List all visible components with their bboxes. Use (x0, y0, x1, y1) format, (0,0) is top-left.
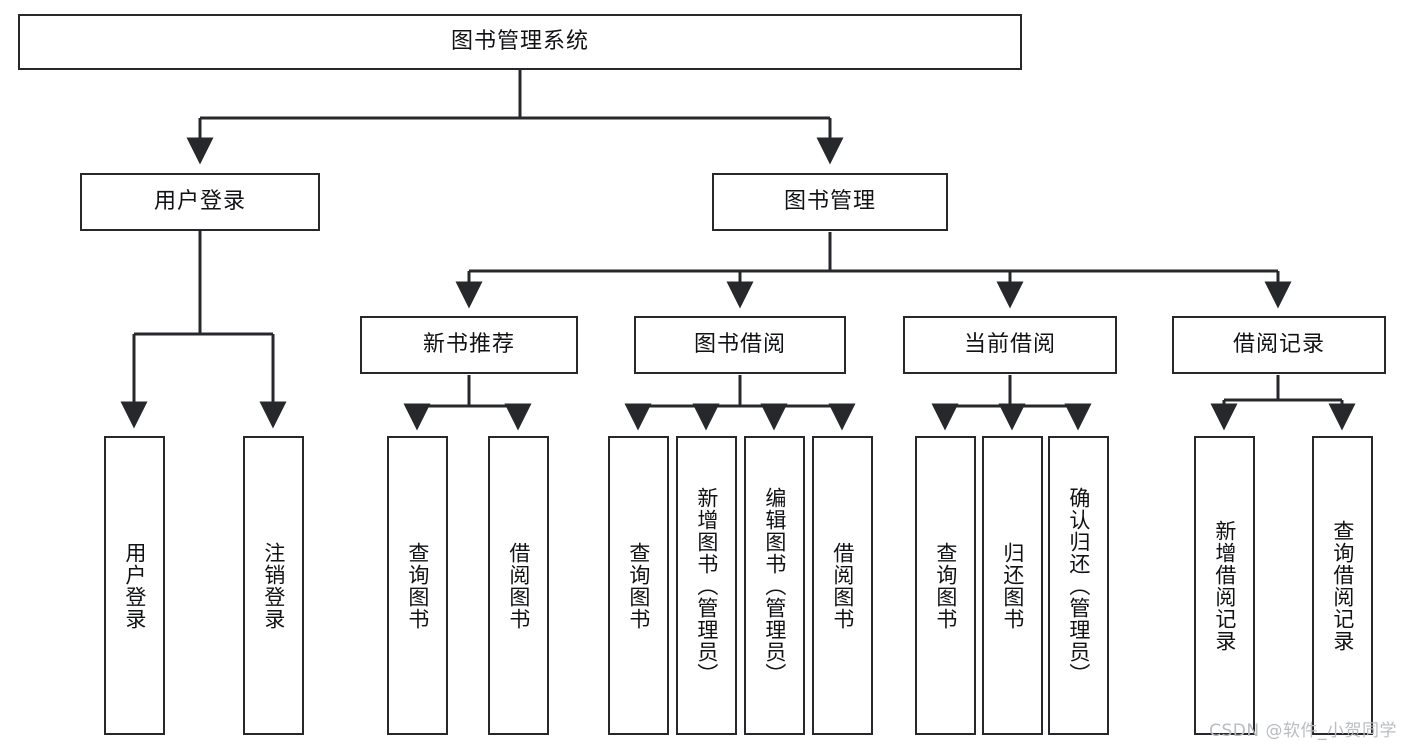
node-borrow-record-label: 借阅记录 (1232, 331, 1325, 357)
node-leaf-confirm-return-label: 确认归还（管理员） (1066, 486, 1091, 685)
node-root-label: 图书管理系统 (450, 28, 589, 54)
node-leaf-return-book[interactable]: 归还图书 (982, 436, 1043, 735)
node-leaf-add-book-label: 新增图书（管理员） (694, 486, 719, 685)
node-leaf-return-book-label: 归还图书 (1000, 541, 1025, 630)
node-new-book-recommend[interactable]: 新书推荐 (360, 316, 578, 374)
node-leaf-logout-login[interactable]: 注销登录 (243, 436, 304, 735)
node-current-borrow-label: 当前借阅 (963, 331, 1056, 357)
node-book-borrow[interactable]: 图书借阅 (634, 316, 846, 374)
node-leaf-query-book-3[interactable]: 查询图书 (915, 436, 976, 735)
node-leaf-query-book-3-label: 查询图书 (933, 541, 958, 630)
node-leaf-borrow-book-1-label: 借阅图书 (506, 541, 531, 630)
node-leaf-user-login-label: 用户登录 (122, 541, 147, 630)
node-root[interactable]: 图书管理系统 (18, 14, 1022, 70)
node-leaf-add-record-label: 新增借阅记录 (1212, 519, 1237, 652)
node-leaf-query-book-2-label: 查询图书 (626, 541, 651, 630)
node-new-book-recommend-label: 新书推荐 (422, 331, 515, 357)
node-borrow-record[interactable]: 借阅记录 (1172, 316, 1386, 374)
node-current-borrow[interactable]: 当前借阅 (903, 316, 1117, 374)
node-leaf-borrow-book-2-label: 借阅图书 (830, 541, 855, 630)
node-leaf-confirm-return[interactable]: 确认归还（管理员） (1048, 436, 1109, 735)
node-user-login[interactable]: 用户登录 (80, 173, 320, 231)
node-leaf-query-book-1[interactable]: 查询图书 (387, 436, 448, 735)
node-leaf-query-record-label: 查询借阅记录 (1330, 519, 1355, 652)
node-user-login-label: 用户登录 (153, 188, 246, 214)
node-leaf-edit-book-label: 编辑图书（管理员） (762, 486, 787, 685)
node-leaf-edit-book[interactable]: 编辑图书（管理员） (744, 436, 805, 735)
node-leaf-user-login[interactable]: 用户登录 (104, 436, 165, 735)
node-book-manage[interactable]: 图书管理 (712, 173, 948, 231)
node-leaf-add-record[interactable]: 新增借阅记录 (1194, 436, 1255, 735)
node-leaf-logout-login-label: 注销登录 (261, 541, 286, 630)
node-leaf-add-book[interactable]: 新增图书（管理员） (676, 436, 737, 735)
node-leaf-borrow-book-1[interactable]: 借阅图书 (488, 436, 549, 735)
node-book-manage-label: 图书管理 (783, 188, 876, 214)
node-leaf-query-record[interactable]: 查询借阅记录 (1312, 436, 1373, 735)
node-leaf-query-book-2[interactable]: 查询图书 (608, 436, 669, 735)
node-leaf-query-book-1-label: 查询图书 (405, 541, 430, 630)
node-leaf-borrow-book-2[interactable]: 借阅图书 (812, 436, 873, 735)
node-book-borrow-label: 图书借阅 (693, 331, 786, 357)
